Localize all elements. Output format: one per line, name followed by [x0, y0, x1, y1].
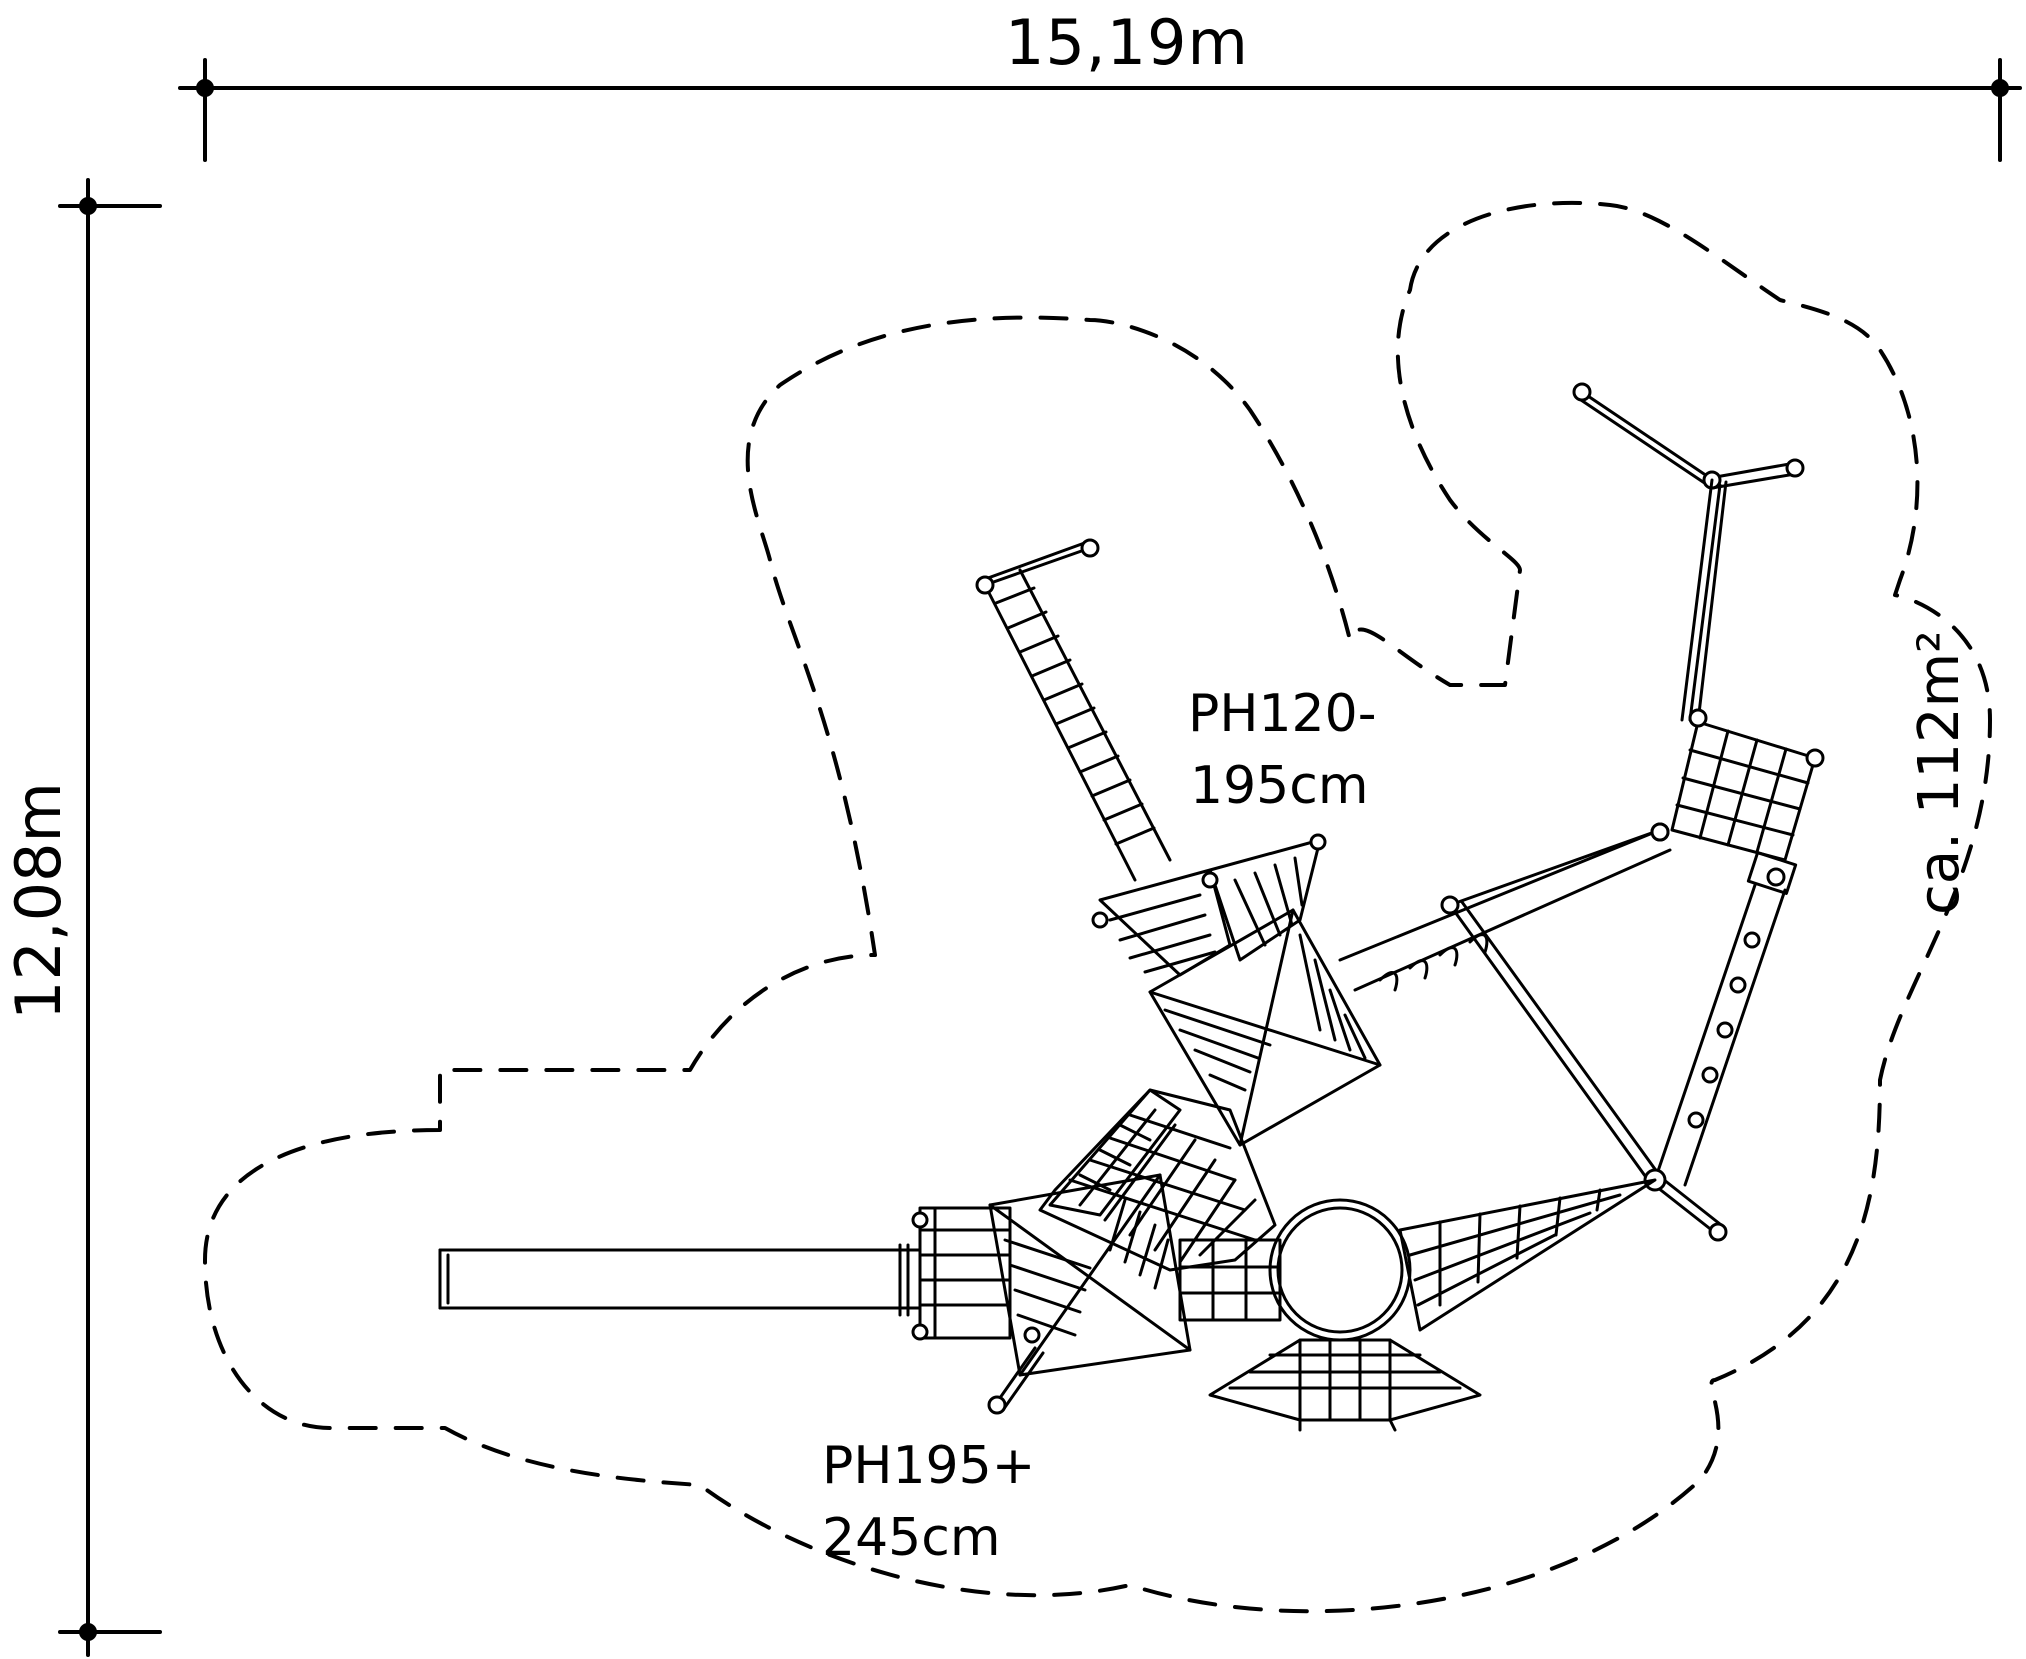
upper-tower [1091, 833, 1382, 1147]
climbing-net [1038, 1088, 1282, 1322]
safety-zone-outline [203, 200, 1992, 1614]
bottom-net [1208, 1338, 1482, 1432]
platform-height-label: PH195+ [822, 1436, 1036, 1496]
round-platform [1268, 1198, 1412, 1342]
width-dimension-label: 15,19m [1005, 6, 1249, 79]
height-dimension-label: 12,08m [2, 782, 75, 1020]
ladder [975, 538, 1172, 882]
width-dimension-line [178, 58, 2022, 162]
area-label: ca. 112m² [1907, 630, 1972, 915]
right-climber [1572, 382, 1825, 1242]
platform-height-label: 195cm [1190, 756, 1369, 816]
side-net [1048, 1088, 1182, 1217]
platform-height-label: 245cm [822, 1508, 1001, 1568]
height-dimension-line [58, 178, 162, 1657]
platform-height-label: PH120- [1188, 684, 1377, 744]
tube-bridge [1338, 822, 1672, 1182]
slide [438, 1243, 922, 1317]
lower-tower [911, 1173, 1192, 1415]
fan-net [1398, 1178, 1657, 1332]
